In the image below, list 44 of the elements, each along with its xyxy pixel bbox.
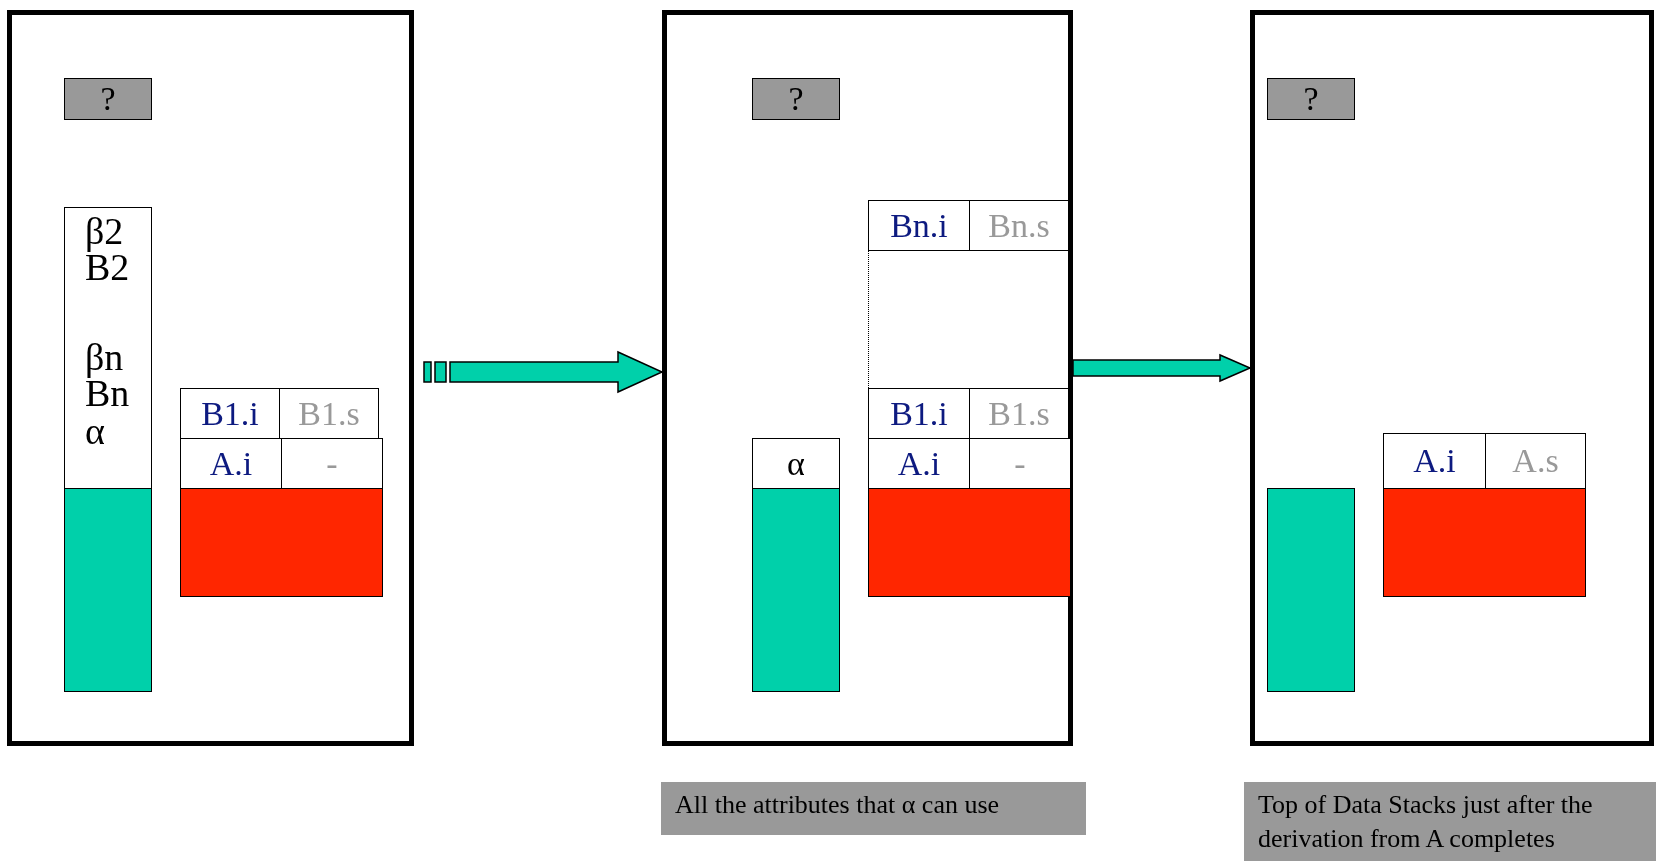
record-block (1383, 488, 1586, 597)
attribute-label: B1.i (201, 393, 259, 434)
caption-box: All the attributes that α can use (661, 782, 1086, 835)
attribute-label: - (326, 443, 338, 484)
attribute-label: B1.s (298, 393, 360, 434)
attribute-cell (868, 200, 970, 251)
attribute-label: B1.s (988, 393, 1050, 434)
attribute-label: Bn.i (890, 205, 948, 246)
block-arrow (1072, 353, 1252, 383)
attribute-cell (1383, 433, 1486, 489)
caption-box: Top of Data Stacks just after the derivation from A completes (1244, 782, 1656, 861)
attribute-label: A.i (897, 443, 941, 484)
attribute-label: A.i (209, 443, 253, 484)
stack-panel (1250, 10, 1654, 746)
attribute-label: Bn.s (988, 205, 1050, 246)
record-block (180, 488, 383, 597)
attribute-cell (1485, 433, 1586, 489)
question-mark: ? (788, 79, 804, 119)
block-arrow (423, 350, 664, 394)
stack-column (64, 207, 152, 489)
stack-bar (752, 488, 840, 692)
stack-entry: α (85, 412, 105, 450)
attribute-label: A.s (1512, 441, 1559, 481)
attribute-cell (180, 388, 280, 439)
stack-cell (752, 438, 840, 489)
record-block (868, 488, 1071, 597)
stack-panel (662, 10, 1073, 746)
attribute-label: α (787, 443, 805, 484)
stack-entry: βn (85, 338, 124, 376)
stack-bar (1267, 488, 1355, 692)
attribute-cell (279, 388, 379, 439)
attribute-label: A.i (1413, 441, 1456, 481)
unknown-cell (64, 78, 152, 120)
unknown-cell (1267, 78, 1355, 120)
attribute-label: B1.i (890, 393, 948, 434)
question-mark: ? (100, 79, 116, 119)
attribute-label: - (1014, 443, 1026, 484)
question-mark: ? (1303, 79, 1319, 119)
stack-bar (64, 488, 152, 692)
unknown-cell (752, 78, 840, 120)
attribute-cell (969, 200, 1069, 251)
stack-entry: β2 (85, 212, 124, 250)
stack-panel (7, 10, 414, 746)
attribute-cell (868, 388, 970, 439)
